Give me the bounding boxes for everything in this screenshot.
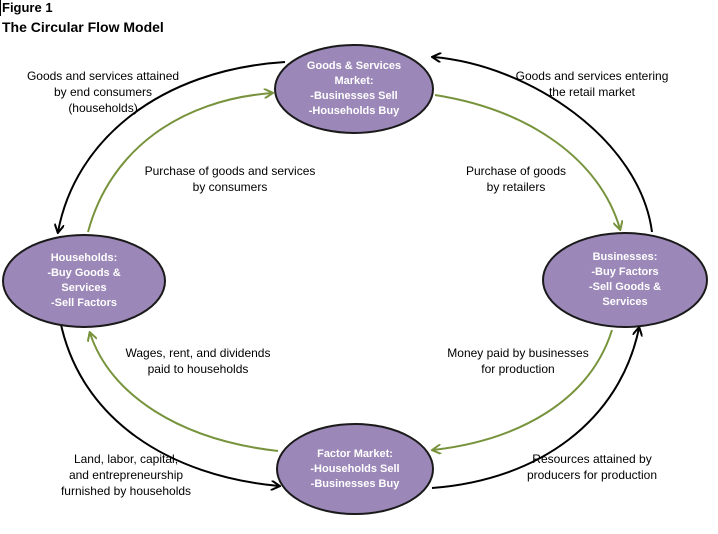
factor-market-node-shape — [276, 423, 434, 515]
businesses-line-1: Businesses: — [592, 251, 658, 263]
households-node-shape — [2, 234, 166, 328]
label-resources-attained: Resources attained by producers for prod… — [510, 451, 674, 483]
households-line-4: -Sell Factors — [50, 297, 118, 309]
label-purchase-by-consumers-line-2: by consumers — [192, 180, 268, 194]
figure-title: The Circular Flow Model — [2, 19, 164, 35]
flow-arrow-market-to-households — [58, 61, 286, 232]
money-arrow-factor-to-households — [90, 333, 279, 452]
label-resources-attained-line-1: Resources attained by — [532, 452, 652, 466]
goods-market-line-4: -Households Buy — [308, 105, 400, 117]
label-goods-to-households: Goods and services attained by end consu… — [15, 68, 191, 116]
flow-arrow-retail-to-market — [433, 57, 653, 233]
businesses-line-4: Services — [602, 296, 648, 308]
label-resources-attained-line-2: producers for production — [526, 468, 658, 482]
goods-market-line-1: Goods & Services — [306, 60, 402, 72]
label-purchase-by-retailers-line-1: Purchase of goods — [465, 164, 567, 178]
label-goods-to-households-line-2: by end consumers — [53, 85, 153, 99]
goods-market-node: Goods & Services Market: -Businesses Sel… — [276, 55, 432, 123]
label-wages-rent-dividends-line-1: Wages, rent, and dividends — [125, 346, 271, 360]
flow-arrow-factor-to-businesses — [431, 328, 639, 489]
label-wages-rent-dividends: Wages, rent, and dividends paid to house… — [112, 345, 284, 377]
label-money-paid-by-businesses-line-1: Money paid by businesses — [447, 346, 589, 360]
label-money-paid-by-businesses-line-2: for production — [481, 362, 555, 376]
label-land-labor-capital-line-2: and entrepreneurship — [68, 468, 184, 482]
text-cursor — [0, 0, 1, 16]
label-land-labor-capital: Land, labor, capital, and entrepreneursh… — [46, 451, 206, 499]
factor-market-line-1: Factor Market: — [317, 447, 393, 460]
label-goods-entering-retail: Goods and services entering the retail m… — [500, 68, 684, 100]
businesses-line-2: -Buy Factors — [591, 266, 659, 278]
goods-market-node-shape — [274, 44, 434, 134]
businesses-line-3: -Sell Goods & — [588, 281, 662, 293]
factor-market-line-2: -Households Sell — [310, 462, 400, 475]
goods-market-line-2: Market: — [334, 75, 374, 87]
label-land-labor-capital-line-1: Land, labor, capital, — [73, 452, 179, 466]
label-goods-to-households-line-1: Goods and services attained — [26, 69, 180, 83]
label-goods-entering-retail-line-2: the retail market — [548, 85, 636, 99]
label-purchase-by-consumers-line-1: Purchase of goods and services — [144, 164, 316, 178]
households-node: Households: -Buy Goods & Services -Sell … — [8, 247, 160, 315]
label-purchase-by-retailers: Purchase of goods by retailers — [452, 163, 580, 195]
households-line-3: Services — [61, 282, 107, 294]
flow-arrow-households-to-factor — [59, 319, 279, 486]
factor-market-node: Factor Market: -Households Sell -Busines… — [279, 443, 431, 495]
money-arrow-households-to-market — [87, 93, 272, 233]
money-arrow-businesses-to-factor — [433, 329, 613, 450]
label-land-labor-capital-line-3: furnished by households — [60, 484, 192, 498]
label-goods-to-households-line-3: (households) — [68, 101, 138, 115]
factor-market-line-3: -Businesses Buy — [310, 477, 400, 490]
households-line-1: Households: — [50, 252, 118, 264]
label-purchase-by-consumers: Purchase of goods and services by consum… — [132, 163, 328, 195]
goods-market-line-3: -Businesses Sell — [310, 90, 398, 102]
households-line-2: -Buy Goods & — [47, 267, 121, 279]
businesses-node-shape — [542, 232, 708, 328]
figure-label: Figure 1 — [2, 0, 53, 15]
label-goods-entering-retail-line-1: Goods and services entering — [515, 69, 669, 83]
money-arrow-market-to-businesses — [434, 94, 620, 229]
label-money-paid-by-businesses: Money paid by businesses for production — [432, 345, 604, 377]
label-wages-rent-dividends-line-2: paid to households — [147, 362, 249, 376]
businesses-node: Businesses: -Buy Factors -Sell Goods & S… — [549, 246, 701, 314]
label-purchase-by-retailers-line-2: by retailers — [486, 180, 546, 194]
